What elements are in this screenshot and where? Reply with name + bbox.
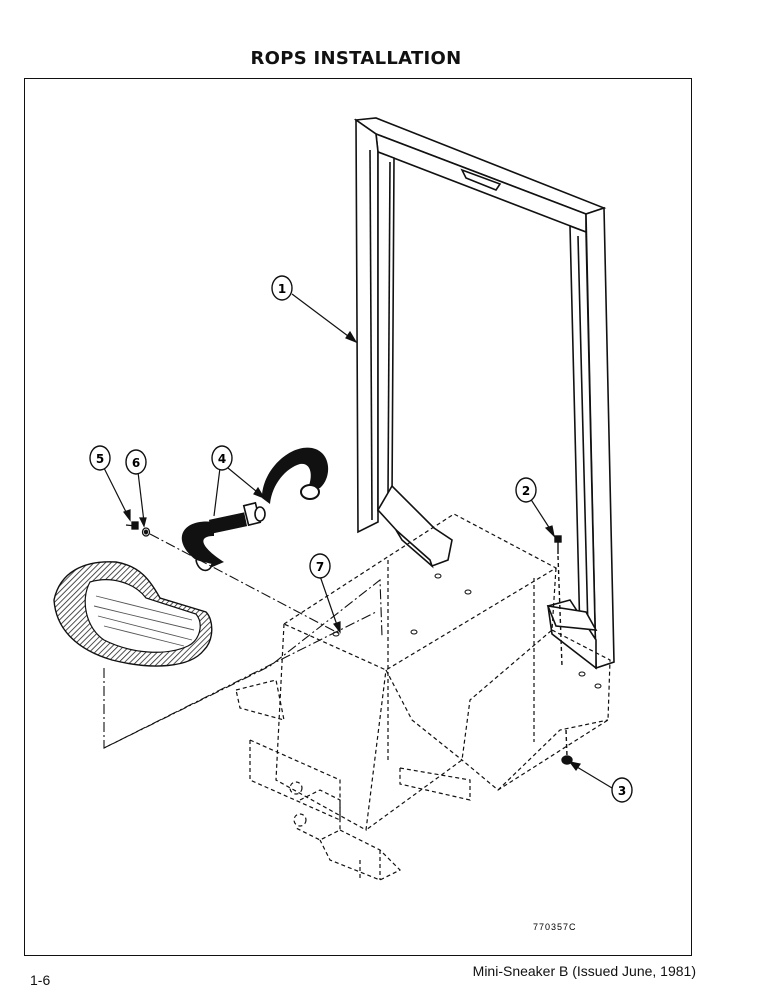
callout-5: 5 bbox=[89, 445, 111, 471]
callout-7: 7 bbox=[309, 553, 331, 579]
nut-part bbox=[561, 729, 573, 765]
svg-text:2: 2 bbox=[522, 484, 530, 498]
tractor-body-phantom bbox=[235, 513, 611, 881]
rops-frame bbox=[353, 117, 615, 670]
callout-3: 3 bbox=[611, 777, 633, 803]
svg-text:1: 1 bbox=[278, 282, 286, 296]
drawing-number: 770357C bbox=[533, 922, 577, 932]
callout-6: 6 bbox=[125, 449, 147, 475]
figure-frame bbox=[24, 78, 692, 956]
svg-text:7: 7 bbox=[316, 560, 324, 574]
footer-text: Mini-Sneaker B (Issued June, 1981) bbox=[472, 963, 696, 979]
leader-lines bbox=[103, 293, 613, 789]
assembly-centerlines bbox=[103, 533, 383, 749]
seat-belt-part bbox=[181, 447, 329, 572]
page-number: 1-6 bbox=[30, 972, 51, 988]
svg-text:5: 5 bbox=[96, 452, 104, 466]
bolt-part bbox=[554, 535, 563, 667]
svg-text:6: 6 bbox=[132, 456, 140, 470]
callout-1: 1 bbox=[271, 275, 293, 301]
svg-text:3: 3 bbox=[618, 784, 626, 798]
svg-text:4: 4 bbox=[218, 452, 226, 466]
callout-4: 4 bbox=[211, 445, 233, 471]
callout-2: 2 bbox=[515, 477, 537, 503]
belt-bolt-and-washer bbox=[125, 521, 151, 537]
seat-part bbox=[53, 561, 213, 667]
page-title: ROPS INSTALLATION bbox=[250, 48, 462, 69]
